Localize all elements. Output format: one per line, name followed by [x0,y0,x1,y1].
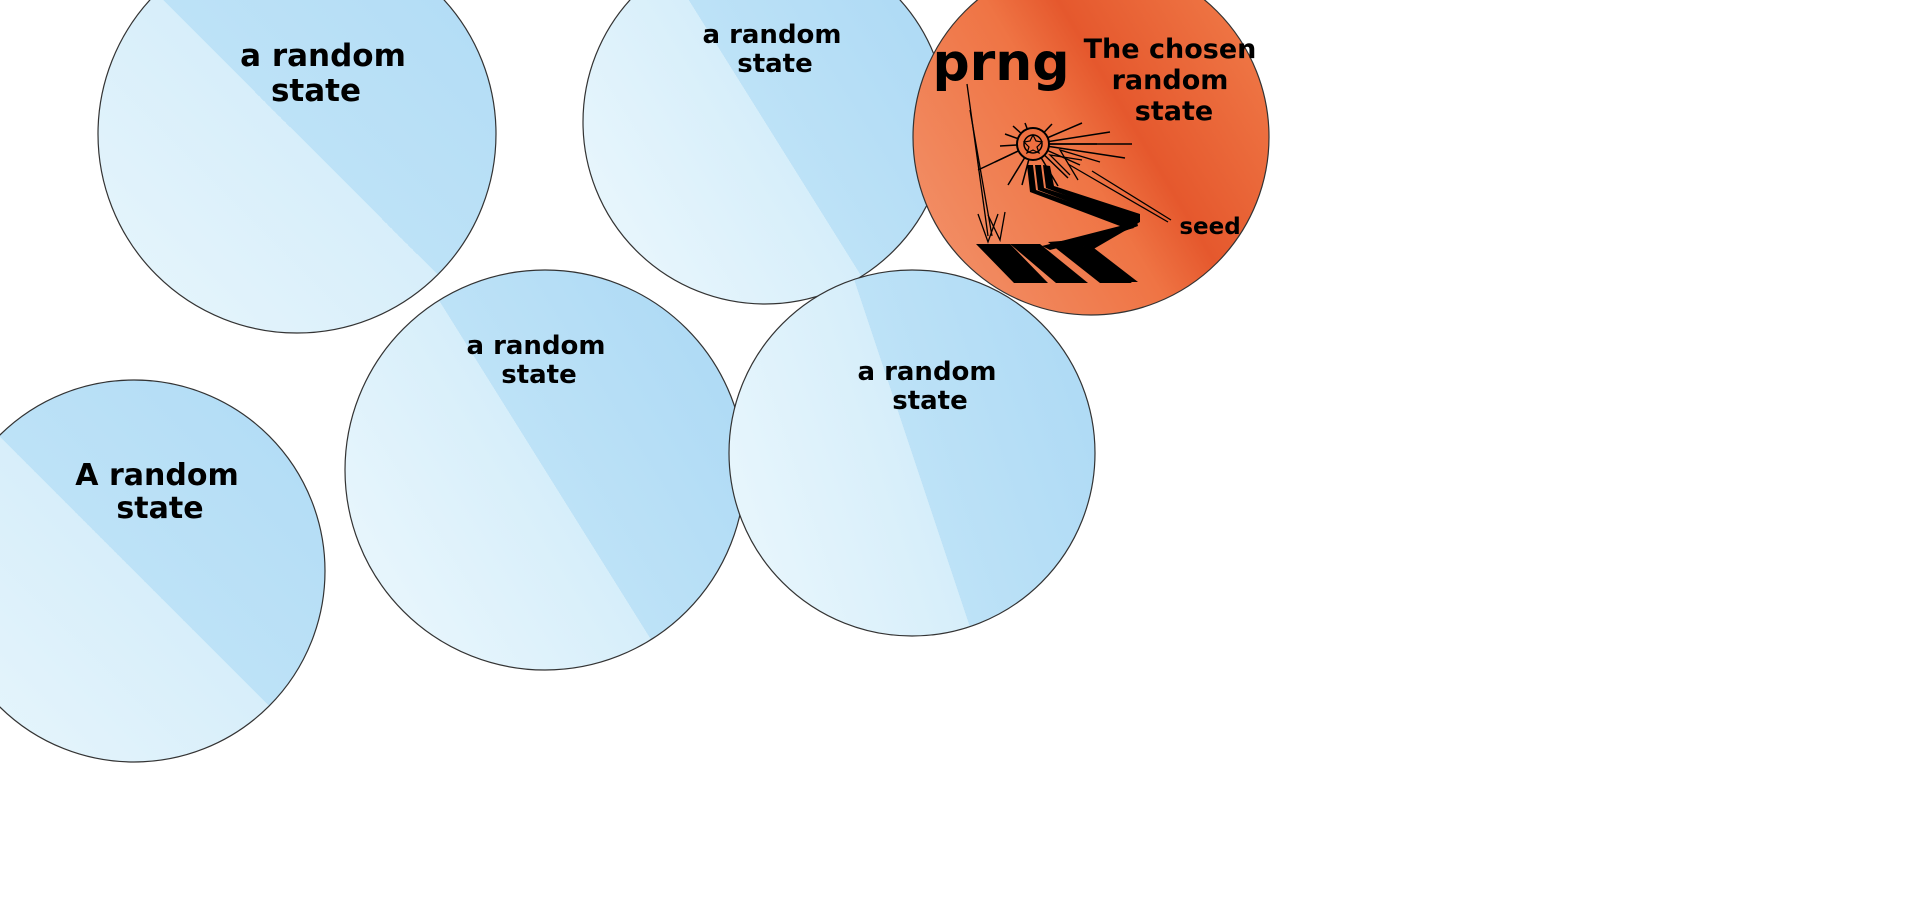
state-label-line2: state [892,386,968,416]
state-label-line1: a random [702,20,841,50]
chosen-label-line3: state [1135,96,1213,127]
state-label-line2: state [116,491,203,526]
chosen-label-line1: The chosen [1084,34,1257,65]
seed-label: seed [1179,214,1240,240]
state-label-line2: state [501,360,577,390]
prng-label: prng [932,33,1069,93]
chosen-bubble-circle [912,0,1270,316]
state-bubble-circle [728,269,1096,637]
state-bubble-2: a random state [582,0,948,305]
sun-path-icon [966,83,1172,283]
state-bubble-4: a random state [728,269,1096,637]
state-label-line1: A random [75,458,238,493]
state-label-line1: a random [857,357,996,387]
chosen-label-line2: random [1112,65,1229,96]
state-bubble-1: a random state [97,0,497,334]
state-label-line2: state [737,49,813,79]
chosen-state-bubble: prng The chosen random state seed [912,0,1270,316]
state-bubble-circle [0,379,326,763]
state-label-line1: a random [466,331,605,361]
state-bubble-5: A random state [0,379,326,763]
state-label-line2: state [271,73,361,109]
state-bubble-3: a random state [344,269,746,671]
state-bubble-circle [97,0,497,334]
state-bubble-circle [344,269,746,671]
state-label-line1: a random [240,38,406,74]
